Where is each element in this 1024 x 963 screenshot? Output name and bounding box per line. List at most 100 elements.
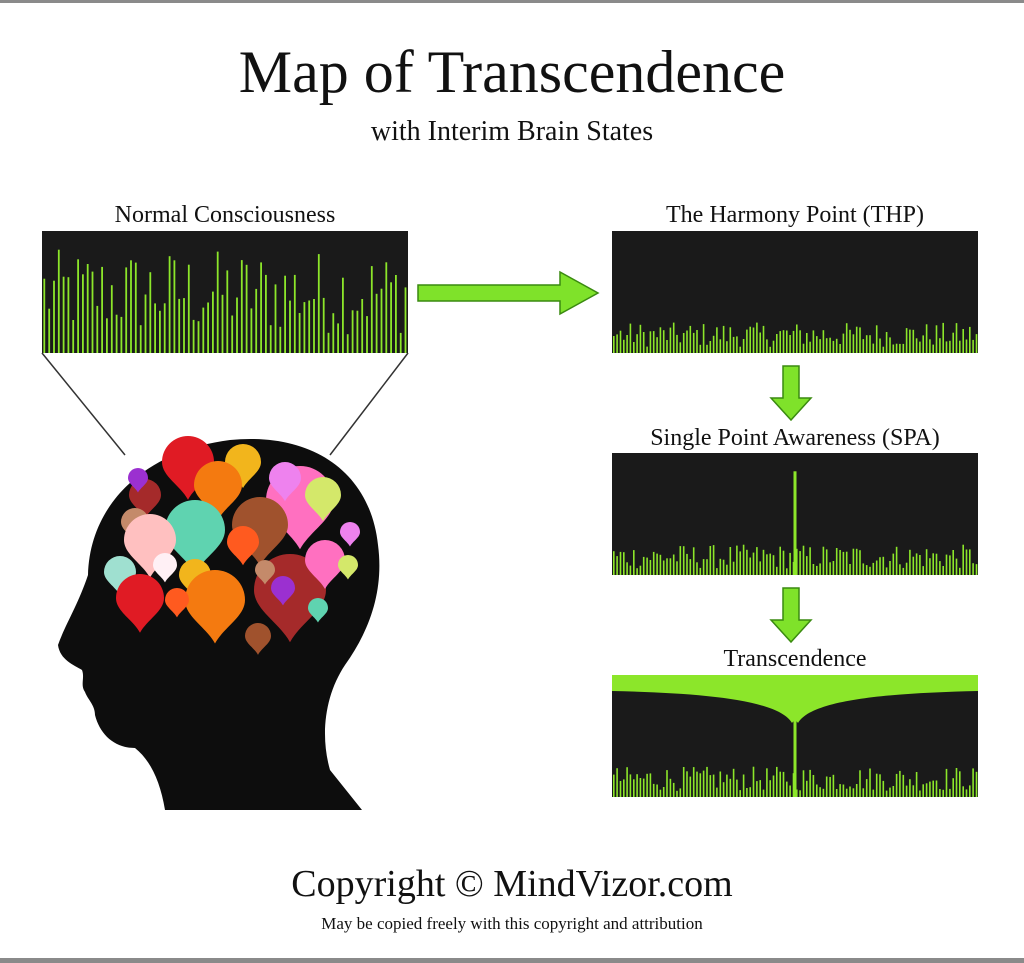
harmony-point-waveform [613, 322, 978, 353]
signal-bar [772, 555, 775, 575]
signal-bar [149, 272, 152, 353]
signal-bar [849, 786, 851, 797]
signal-bar [762, 325, 765, 353]
signal-bar [919, 341, 921, 353]
signal-bar [786, 568, 788, 575]
signal-bar [346, 334, 349, 353]
signal-bar [975, 771, 978, 797]
signal-bar [652, 551, 655, 575]
signal-bar [819, 563, 821, 575]
signal-bar [859, 327, 861, 353]
signal-bar [845, 551, 848, 575]
signal-bar [872, 343, 875, 353]
signal-bar [942, 566, 944, 575]
signal-bar [702, 559, 705, 575]
signal-bar [716, 568, 718, 575]
signal-bar [952, 550, 954, 575]
signal-bar [709, 341, 712, 353]
signal-bar [935, 553, 938, 575]
signal-bar [686, 330, 688, 353]
signal-bar [689, 559, 692, 575]
signal-bar [799, 551, 801, 575]
signal-bar [835, 338, 838, 353]
signal-bar [679, 342, 682, 353]
signal-bar [77, 259, 79, 353]
signal-bar [699, 773, 702, 797]
signal-bar [240, 260, 243, 353]
zoom-line-right [329, 352, 409, 456]
signal-bar [862, 563, 865, 575]
signal-bar [835, 789, 838, 797]
signal-bar [613, 774, 615, 797]
thought-bubble [305, 477, 341, 522]
signal-bar [712, 335, 715, 353]
signal-bar [955, 558, 958, 575]
signal-bar [869, 335, 871, 353]
signal-bar [789, 335, 791, 353]
signal-bar [949, 788, 951, 797]
signal-bar [939, 338, 941, 353]
signal-bar [905, 785, 908, 797]
signal-bar [719, 558, 722, 575]
signal-bar [885, 790, 888, 797]
signal-bar [86, 264, 89, 353]
signal-bar [245, 264, 248, 353]
signal-bar [776, 334, 778, 353]
frame-bottom-border [0, 958, 1024, 963]
signal-bar [975, 334, 978, 353]
signal-bar [792, 773, 795, 797]
signal-bar [623, 339, 625, 353]
signal-bar [649, 773, 652, 797]
signal-bar [776, 566, 778, 575]
signal-bar [819, 339, 821, 353]
signal-bar [689, 776, 692, 797]
signal-bar [656, 553, 658, 575]
signal-bar [935, 780, 938, 797]
signal-bar [862, 339, 865, 353]
thought-bubble [308, 597, 328, 623]
signal-bar [255, 288, 258, 353]
signal-bar [912, 785, 915, 797]
signal-bar [712, 774, 715, 797]
signal-bar [932, 780, 934, 797]
signal-bar [752, 766, 755, 797]
transcendence-label: Transcendence [723, 646, 867, 672]
signal-bar [829, 562, 831, 575]
signal-bar [782, 771, 785, 797]
signal-bar [682, 546, 685, 575]
signal-bar [915, 553, 918, 575]
signal-bar [812, 330, 815, 353]
signal-bar [786, 781, 788, 797]
signal-bar [327, 332, 330, 353]
signal-bar [819, 787, 821, 797]
signal-bar [972, 768, 974, 797]
signal-bar [929, 339, 931, 353]
zoom-line-left [41, 352, 126, 456]
signal-bar [885, 567, 888, 575]
signal-bar [796, 324, 798, 353]
signal-bar [849, 564, 851, 575]
signal-bar [932, 553, 934, 575]
signal-bar [163, 303, 166, 353]
signal-bar [351, 310, 354, 353]
signal-bar [972, 563, 974, 575]
signal-bar [959, 340, 961, 353]
signal-bar [882, 780, 885, 797]
signal-bar [619, 551, 622, 575]
signal-bar [676, 334, 678, 353]
signal-bar [832, 561, 835, 575]
signal-bar [962, 786, 964, 797]
signal-bar [395, 275, 397, 353]
signal-bar [173, 260, 176, 353]
signal-bar [139, 325, 142, 353]
signal-bar [696, 771, 698, 797]
signal-bar [616, 556, 618, 575]
signal-bar [626, 562, 628, 575]
signal-bar [809, 769, 811, 797]
signal-bar [692, 767, 695, 797]
signal-bar [869, 566, 871, 575]
signal-bar [732, 561, 735, 575]
signal-bar [756, 781, 758, 797]
signal-bar [649, 560, 652, 575]
signal-bar [895, 546, 898, 575]
